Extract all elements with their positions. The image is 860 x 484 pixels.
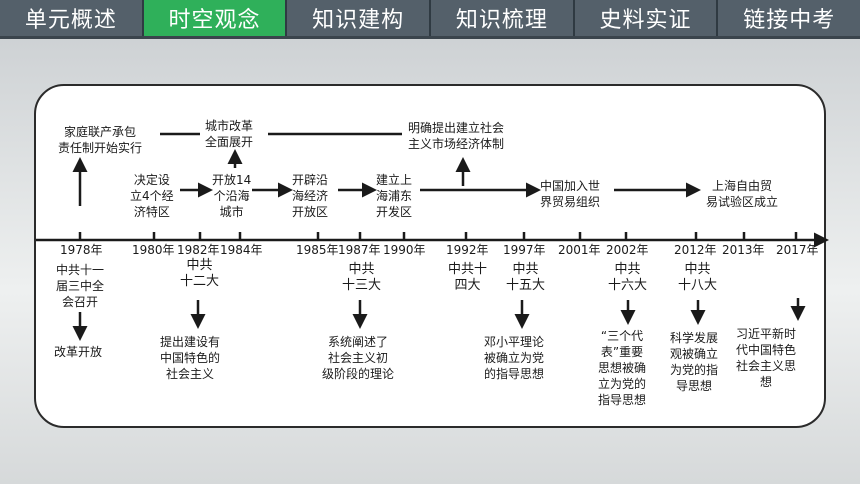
year-label: 1978年 [60, 243, 103, 257]
tab-evidence[interactable]: 史料实证 [575, 0, 719, 36]
congress-16: 中共 十六大 [608, 262, 648, 293]
timeline-panel [34, 84, 826, 428]
tab-time-space[interactable]: 时空观念 [143, 0, 288, 36]
year-label: 2017年 [776, 243, 819, 257]
top-nav: 单元概述 时空观念 知识建构 知识梳理 史料实证 链接中考 [0, 0, 860, 36]
year-label: 1992年 [446, 243, 489, 257]
outcome-xi-thought: 习近平新时 代中国特色 社会主义思 想 [736, 327, 797, 389]
event-four-zones: 决定设 立4个经 济特区 [130, 173, 174, 219]
event-market-economy: 明确提出建立社会 主义市场经济体制 [408, 121, 505, 151]
event-ftz: 上海自由贸 易试验区成立 [706, 179, 779, 209]
year-label: 1987年 [338, 243, 381, 257]
tab-link-exam[interactable]: 链接中考 [743, 8, 836, 33]
nav-underline [0, 36, 860, 39]
year-label: 1990年 [383, 243, 426, 257]
event-urban-reform: 城市改革 全面展开 [205, 119, 254, 149]
tab-knowledge-sort[interactable]: 知识梳理 [431, 0, 575, 36]
congress-12: 中共 十二大 [180, 258, 220, 289]
outcome-reform-opening: 改革开放 [54, 345, 103, 359]
outcome-chinese-socialism: 提出建设有 中国特色的 社会主义 [160, 335, 221, 381]
event-coastal-open-zones: 开辟沿 海经济 开放区 [292, 173, 329, 219]
tab-unit-overview[interactable]: 单元概述 [0, 0, 144, 36]
year-label: 1980年 [132, 243, 175, 257]
outcome-deng-theory: 邓小平理论 被确立为党 的指导思想 [484, 335, 545, 381]
year-label: 1997年 [503, 243, 546, 257]
outcome-primary-stage: 系统阐述了 社会主义初 级阶段的理论 [322, 335, 395, 381]
congress-13: 中共 十三大 [342, 262, 382, 293]
year-label: 2001年 [558, 243, 601, 257]
tab-knowledge-build[interactable]: 知识建构 [287, 0, 432, 36]
year-label: 2012年 [674, 243, 717, 257]
year-label: 1982年 [177, 243, 220, 257]
year-label: 1984年 [220, 243, 263, 257]
event-wto: 中国加入世 界贸易组织 [540, 179, 601, 209]
congress-third-plenum: 中共十一 届三中全 会召开 [56, 263, 105, 309]
event-coastal-cities: 开放14 个沿海 城市 [212, 173, 252, 219]
event-household-contract: 家庭联产承包 责任制开始实行 [58, 125, 143, 155]
congress-15: 中共 十五大 [506, 262, 546, 293]
year-label: 1985年 [296, 243, 339, 257]
event-pudong: 建立上 海浦东 开发区 [376, 173, 413, 219]
year-label: 2013年 [722, 243, 765, 257]
congress-14: 中共十 四大 [448, 262, 488, 293]
year-label: 2002年 [606, 243, 649, 257]
congress-18: 中共 十八大 [678, 262, 718, 293]
outcome-scientific-dev: 科学发展 观被确立 为党的指 导思想 [670, 331, 719, 393]
outcome-three-represents: “三个代 表”重要 思想被确 立为党的 指导思想 [598, 329, 647, 407]
